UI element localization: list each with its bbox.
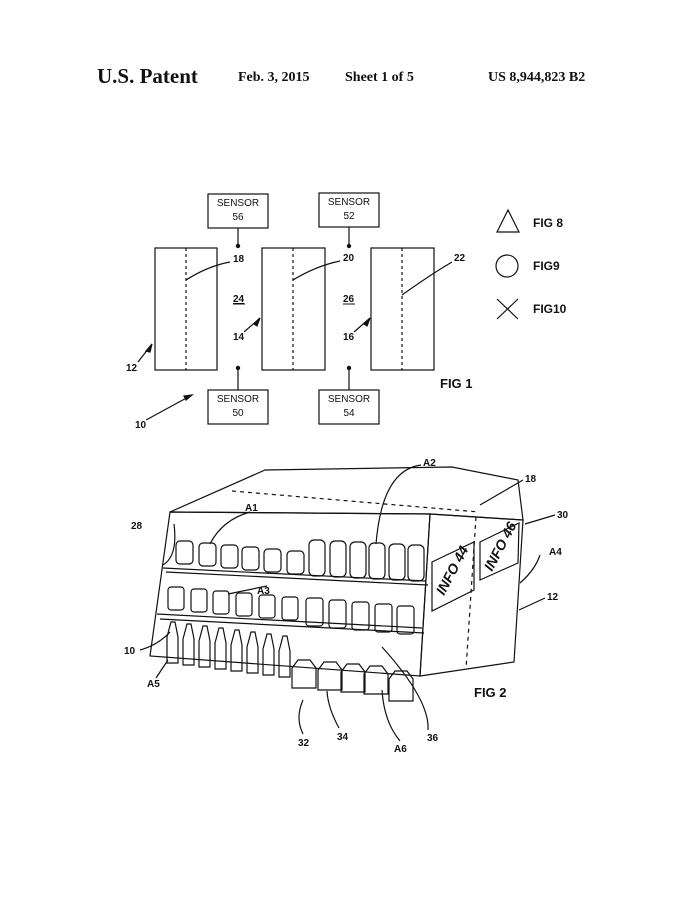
info-panel-44: INFO 44 xyxy=(432,542,474,611)
shelf-unit-14 xyxy=(262,248,325,370)
ref-10: 10 xyxy=(135,420,147,431)
ref-12-fig2: 12 xyxy=(547,592,559,603)
sensor-box-56: SENSOR 56 xyxy=(208,194,268,228)
ref-32: 32 xyxy=(298,738,310,749)
shelf-unit-16 xyxy=(371,248,434,370)
shelf-bottom-products xyxy=(167,622,413,701)
x-icon xyxy=(497,299,518,319)
info-44-label: INFO 44 xyxy=(433,543,472,597)
circle-icon xyxy=(496,255,518,277)
ref-a5: A5 xyxy=(147,679,160,690)
legend: FIG 8 FIG9 FIG10 xyxy=(496,210,567,319)
ref-36: 36 xyxy=(427,733,439,744)
triangle-icon xyxy=(497,210,519,232)
ref-34: 34 xyxy=(337,732,349,743)
sensor-52-word: SENSOR xyxy=(328,197,370,208)
fig1-caption: FIG 1 xyxy=(440,376,473,391)
sensor-56-word: SENSOR xyxy=(217,198,259,209)
ref-a1: A1 xyxy=(245,503,258,514)
legend-fig9: FIG9 xyxy=(533,259,560,273)
fig1-diagram: SENSOR 56 SENSOR 52 SENSOR 50 SENSOR 54 xyxy=(126,193,567,431)
ref-14: 14 xyxy=(233,332,245,343)
sensor-50-number: 50 xyxy=(232,408,244,419)
ref-18-fig2: 18 xyxy=(525,474,537,485)
sensor-54-word: SENSOR xyxy=(328,394,370,405)
ref-24: 24 xyxy=(233,294,245,305)
sensor-box-54: SENSOR 54 xyxy=(319,390,379,424)
fig2-caption: FIG 2 xyxy=(474,685,507,700)
info-panel-46: INFO 46 xyxy=(480,519,520,580)
ref-18: 18 xyxy=(233,254,245,265)
legend-fig10: FIG10 xyxy=(533,302,567,316)
ref-20: 20 xyxy=(343,253,355,264)
ref-a4: A4 xyxy=(549,547,562,558)
sensor-54-number: 54 xyxy=(343,408,355,419)
sensor-box-50: SENSOR 50 xyxy=(208,390,268,424)
legend-fig8: FIG 8 xyxy=(533,216,563,230)
sensor-52-number: 52 xyxy=(343,211,355,222)
sensor-50-word: SENSOR xyxy=(217,394,259,405)
sensor-box-52: SENSOR 52 xyxy=(319,193,379,227)
sensor-56-number: 56 xyxy=(232,212,244,223)
ref-a6: A6 xyxy=(394,744,407,755)
ref-10-fig2: 10 xyxy=(124,646,136,657)
shelf-middle-products xyxy=(168,587,414,634)
ref-30: 30 xyxy=(557,510,569,521)
fig2-diagram: INFO 44 INFO 46 xyxy=(124,458,569,755)
ref-28: 28 xyxy=(131,521,143,532)
ref-a2: A2 xyxy=(423,458,436,469)
shelf-unit-12 xyxy=(155,248,217,370)
ref-12: 12 xyxy=(126,363,138,374)
ref-16: 16 xyxy=(343,332,355,343)
ref-22: 22 xyxy=(454,253,466,264)
ref-a3: A3 xyxy=(257,586,270,597)
ref-26: 26 xyxy=(343,294,355,305)
